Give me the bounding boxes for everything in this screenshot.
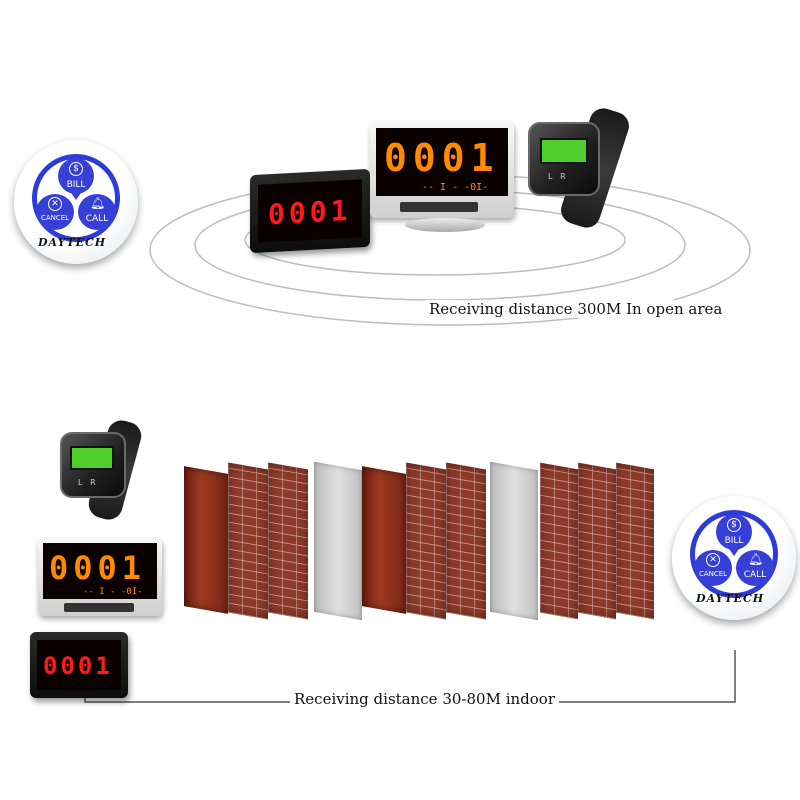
cancel-key: ✕ CANCEL — [36, 194, 74, 230]
bell-icon: 🔔︎ — [90, 196, 106, 210]
brick-wall-2 — [268, 462, 308, 620]
brick-wall-3 — [406, 462, 446, 620]
bill-label-bottom: BILL — [724, 536, 744, 546]
monitor-digits-bottom: 0001 — [49, 549, 147, 587]
brick-wall-4 — [446, 462, 486, 620]
glass-wall-2 — [490, 461, 538, 621]
watch-buttons-bottom: L R — [78, 478, 96, 487]
monitor-stand — [405, 218, 485, 232]
button-ring — [32, 154, 120, 242]
keypad-strip-bottom — [64, 603, 134, 612]
brick-wall-1 — [228, 462, 268, 620]
call-key: 🔔︎ CALL — [78, 194, 116, 230]
call-button-device: $ BILL ✕ CANCEL 🔔︎ CALL DAYTECH — [14, 140, 138, 264]
bell-icon: 🔔︎ — [748, 552, 764, 566]
monitor-screen-bottom: 0001 -- I - -0I- — [43, 543, 157, 599]
call-button-device-bottom: $ BILL ✕ CANCEL 🔔︎ CALL DAYTECH — [672, 496, 796, 620]
monitor-screen: 0001 -- I - -0I- — [376, 128, 508, 196]
bill-label: BILL — [66, 180, 86, 190]
watch-pager: L R — [528, 122, 600, 196]
dollar-icon: $ — [727, 518, 741, 532]
call-label: CALL — [85, 214, 109, 224]
panel-digits: 0001 — [268, 193, 352, 232]
receiver-panel-bottom: 0001 — [30, 632, 128, 698]
dollar-icon: $ — [69, 162, 83, 176]
panel-screen-bottom: 0001 — [37, 640, 121, 690]
watch-screen-bottom — [70, 446, 114, 470]
cancel-key-bottom: ✕ CANCEL — [694, 550, 732, 586]
monitor-sub-digits: -- I - -0I- — [422, 182, 489, 193]
brand-logo-bottom: DAYTECH — [696, 592, 765, 605]
button-ring-bottom — [690, 510, 778, 598]
monitor-digits: 0001 — [384, 136, 500, 180]
bill-key-bottom: $ BILL — [716, 514, 752, 550]
monitor-sub-digits-bottom: -- I - -0I- — [83, 587, 143, 597]
caption-indoor: Receiving distance 30-80M indoor — [290, 690, 559, 708]
keypad-strip — [400, 202, 478, 212]
brand-logo: DAYTECH — [38, 236, 107, 249]
panel-digits-bottom: 0001 — [43, 652, 113, 680]
brick-wall-6 — [578, 462, 616, 620]
watch-buttons: L R — [548, 172, 566, 181]
caption-open-area: Receiving distance 300M In open area — [425, 300, 727, 318]
desktop-receiver-bottom: 0001 -- I - -0I- — [38, 538, 162, 616]
call-key-bottom: 🔔︎ CALL — [736, 550, 774, 586]
cancel-x-icon: ✕ — [706, 553, 720, 567]
center-triangle-icon — [69, 190, 83, 200]
door-2 — [362, 466, 406, 614]
call-label-bottom: CALL — [743, 570, 767, 580]
brick-wall-7 — [616, 462, 654, 620]
panel-screen: 0001 — [258, 179, 362, 243]
watch-screen — [540, 138, 588, 164]
receiver-panel: 0001 — [250, 168, 370, 254]
bill-key: $ BILL — [58, 158, 94, 194]
cancel-label-bottom: CANCEL — [698, 570, 728, 578]
door-1 — [184, 466, 228, 614]
cancel-label: CANCEL — [40, 214, 70, 222]
glass-wall-1 — [314, 461, 362, 621]
cancel-x-icon: ✕ — [48, 197, 62, 211]
brick-wall-5 — [540, 462, 578, 620]
desktop-receiver: 0001 -- I - -0I- — [370, 122, 514, 218]
watch-pager-bottom: L R — [60, 432, 126, 498]
center-triangle-icon — [727, 546, 741, 556]
